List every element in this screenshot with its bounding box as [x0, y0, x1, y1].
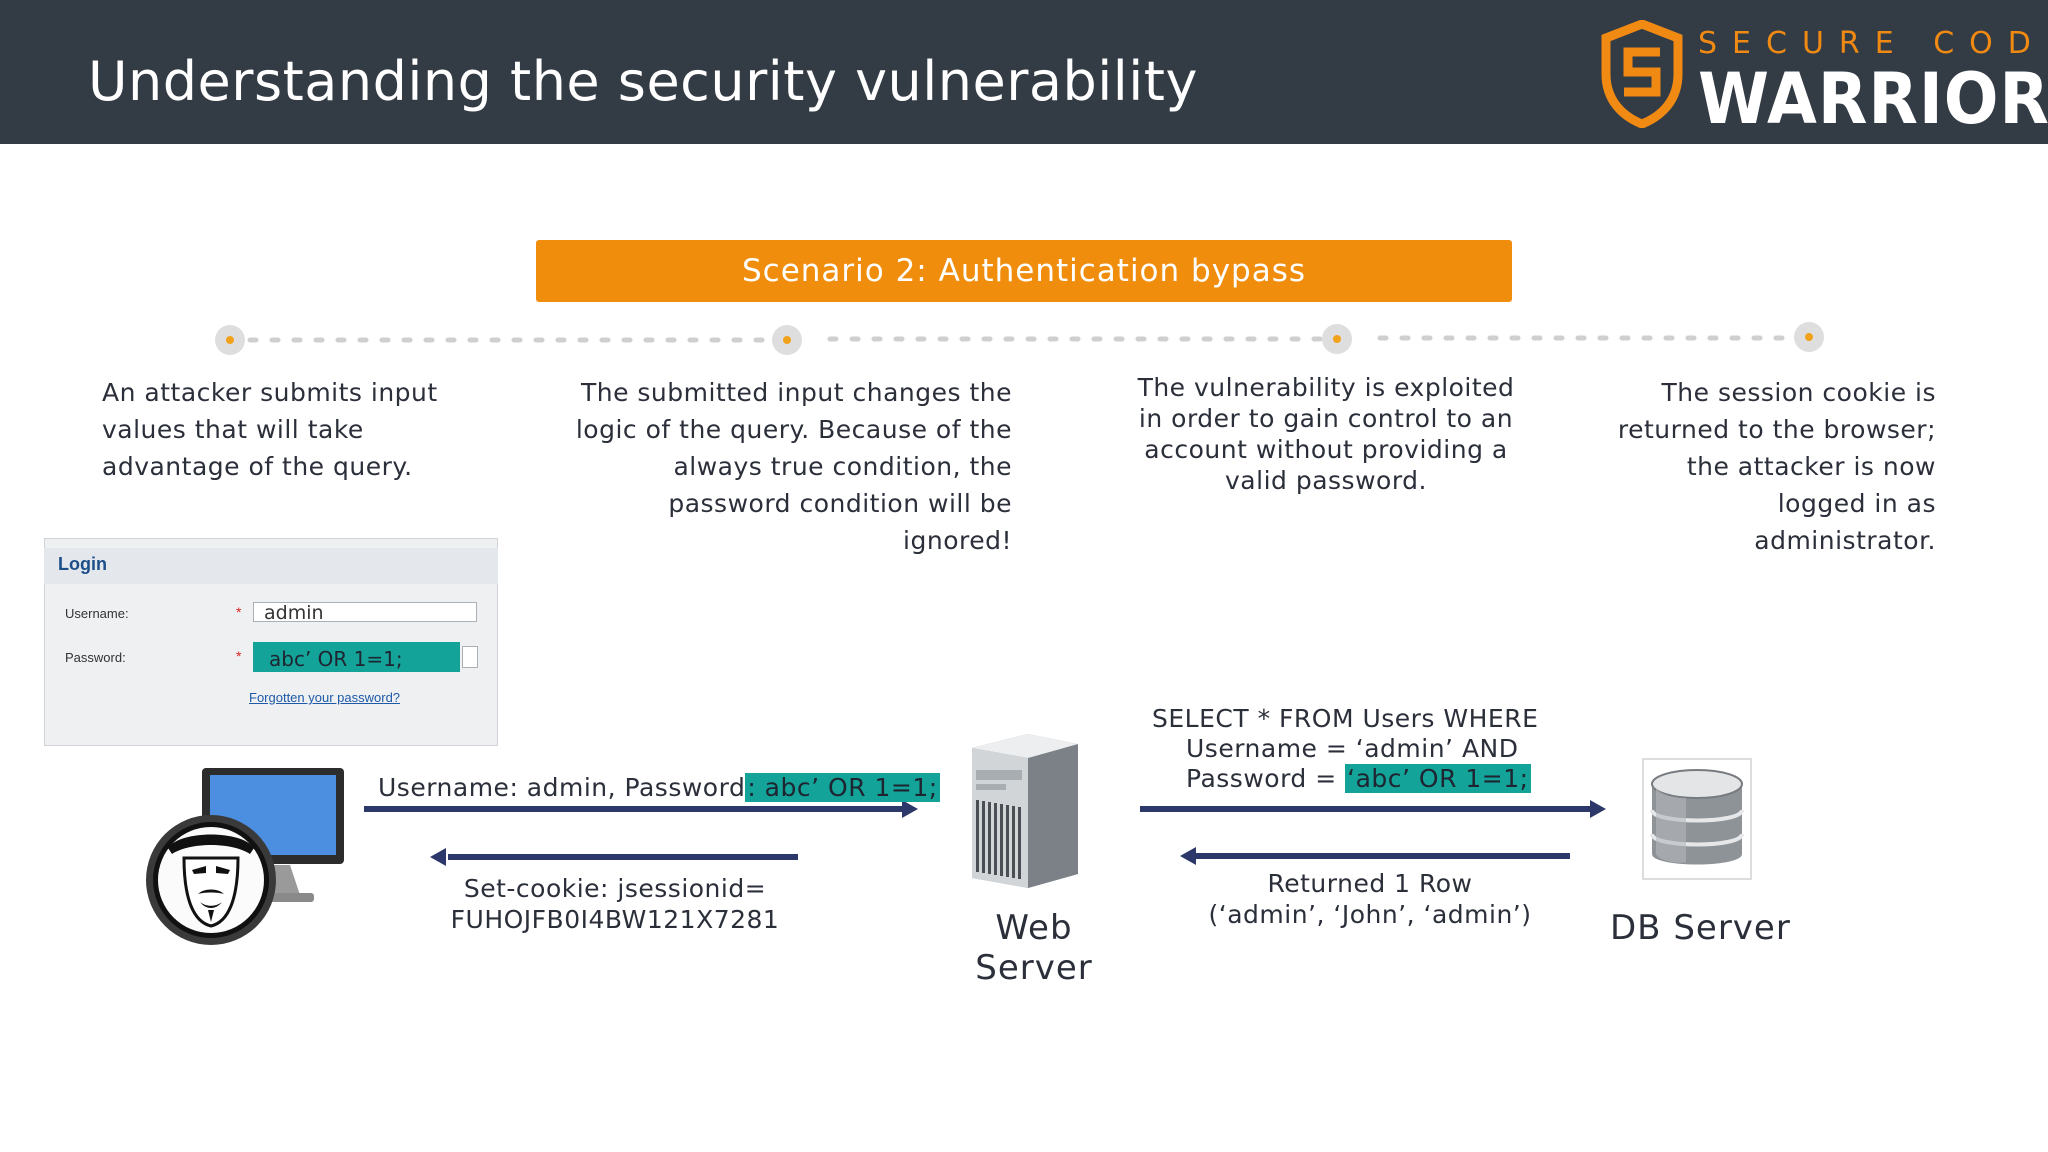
web-server-caption-line-2: Server [975, 948, 1093, 988]
timeline-dot-1 [215, 325, 245, 355]
password-input-frame [462, 646, 478, 668]
step-3-text: The vulnerability is exploited in order … [1137, 373, 1515, 495]
login-form-title: Login [58, 554, 107, 574]
sql-line-3: Password = [1186, 764, 1337, 793]
timeline-dot-2 [772, 325, 802, 355]
username-input[interactable]: admin [253, 602, 477, 623]
response-line-2: FUHOJFB0I4BW121X7281 [450, 905, 780, 934]
username-required-mark: * [236, 604, 242, 620]
web-server-caption-line-1: Web [995, 908, 1073, 948]
sql-line-2: Username = ‘admin’ AND [1186, 734, 1519, 763]
shield-logo-icon [1601, 20, 1683, 128]
response-line-1: Set-cookie: jsessionid= [463, 874, 767, 903]
response-label: Set-cookie: jsessionid= FUHOJFB0I4BW121X… [440, 873, 790, 935]
attacker-computer-icon [146, 768, 344, 945]
database-icon [1642, 758, 1752, 880]
forgot-password-link[interactable]: Forgotten your password? [249, 690, 401, 705]
password-label: Password: [65, 650, 126, 665]
password-required-mark: * [236, 648, 242, 664]
header-bar [0, 0, 2048, 144]
login-form-header [44, 548, 498, 584]
result-line-2: (‘admin’, ‘John’, ‘admin’) [1208, 900, 1532, 929]
request-payload-highlight: : abc’ OR 1=1; [745, 773, 940, 802]
slide-title: Understanding the security vulnerability [88, 50, 1198, 113]
web-server-caption: Web Server [960, 908, 1108, 988]
sql-line-1: SELECT * FROM Users WHERE [1152, 704, 1539, 733]
timeline-dot-3 [1322, 324, 1352, 354]
step-4-text: The session cookie is returned to the br… [1617, 378, 1936, 555]
sql-query-label: SELECT * FROM Users WHERE Username = ‘ad… [1152, 704, 1538, 794]
timeline-dot-4 [1794, 322, 1824, 352]
password-input[interactable]: abc’ OR 1=1; [253, 642, 460, 672]
result-line-1: Returned 1 Row [1267, 869, 1473, 898]
web-server-icon [972, 734, 1078, 888]
request-label: Username: admin, Password: abc’ OR 1=1; [378, 772, 940, 803]
scenario-banner-label: Scenario 2: Authentication bypass [741, 253, 1307, 289]
logo-wordmark-bottom: WARRIOR [1698, 58, 2048, 140]
request-label-text: Username: admin, Password [378, 773, 746, 802]
db-server-caption: DB Server [1610, 908, 1791, 948]
step-1-text: An attacker submits input values that wi… [102, 378, 438, 481]
query-result-label: Returned 1 Row (‘admin’, ‘John’, ‘admin’… [1200, 868, 1540, 930]
username-label: Username: [65, 606, 129, 621]
sql-payload-highlight: ‘abc’ OR 1=1; [1345, 764, 1531, 793]
scenario-banner [536, 240, 1512, 302]
step-2-text: The submitted input changes the logic of… [575, 378, 1012, 555]
logo-wordmark-top: SECURE CODE [1698, 26, 2048, 61]
